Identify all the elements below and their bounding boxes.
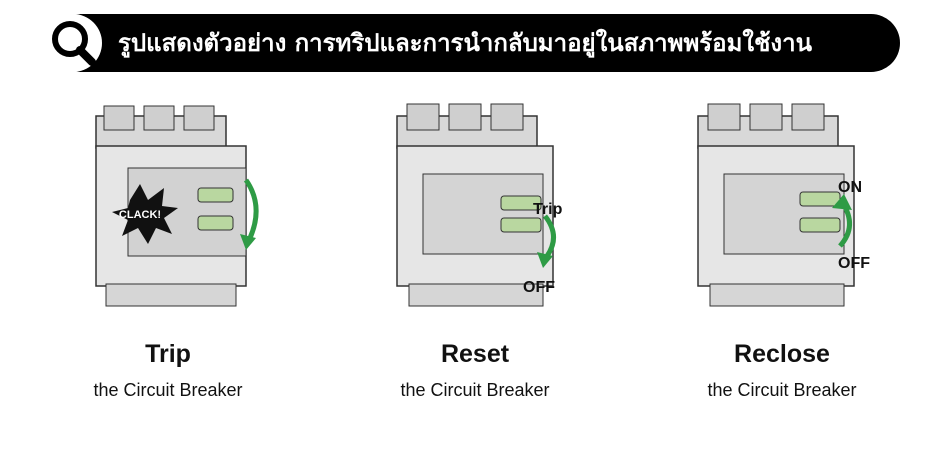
panel-subtitle: the Circuit Breaker [707, 380, 857, 400]
label-trip: Trip [533, 201, 563, 218]
label-on: ON [838, 179, 862, 196]
panel-subtitle: the Circuit Breaker [93, 380, 243, 400]
panel-reclose: ON OFF Reclose the Circuit Breaker [632, 88, 932, 438]
panel-title: Trip [145, 340, 191, 368]
label-off: OFF [838, 255, 870, 272]
panel-subtitle: the Circuit Breaker [400, 380, 550, 400]
burst-label: CLACK! [119, 209, 161, 221]
panel-trip: CLACK! Trip the Circuit Breaker [18, 88, 318, 438]
label-off: OFF [523, 279, 555, 296]
banner-title: รูปแสดงตัวอย่าง การทริปและการนำกลับมาอยู… [118, 29, 813, 57]
panel-title: Reclose [734, 340, 830, 368]
breaker-reset-illustration: Trip OFF [396, 103, 563, 307]
breaker-trip-illustration: CLACK! [95, 105, 259, 307]
search-icon [44, 14, 102, 72]
panel-title: Reset [440, 340, 510, 368]
breaker-reclose-illustration: ON OFF [697, 103, 870, 307]
title-banner [52, 14, 900, 72]
panel-reset: Trip OFF Reset the Circuit Breaker [325, 88, 625, 438]
